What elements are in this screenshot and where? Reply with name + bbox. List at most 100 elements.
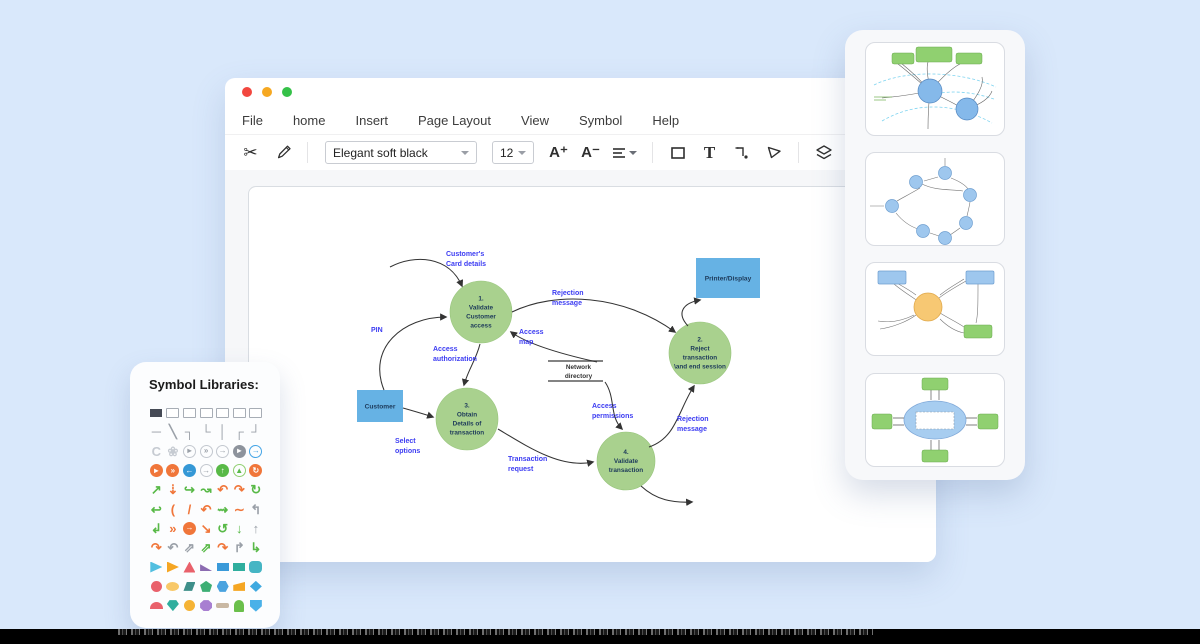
flow-edge[interactable] xyxy=(461,343,481,387)
symbol-item[interactable]: ↺ xyxy=(217,520,229,536)
symbol-item[interactable]: ↷ xyxy=(150,540,162,556)
symbol-item[interactable]: ↻ xyxy=(250,482,262,498)
symbol-item[interactable]: ↝ xyxy=(200,482,212,498)
symbol-item[interactable] xyxy=(234,599,245,612)
symbol-item[interactable] xyxy=(166,581,180,591)
template-thumbnail-2[interactable] xyxy=(865,152,1005,246)
template-thumbnail-4[interactable] xyxy=(865,373,1005,467)
flow-edge[interactable] xyxy=(640,485,694,506)
flow-edge[interactable] xyxy=(497,428,595,467)
symbol-item[interactable]: ← xyxy=(182,464,196,478)
flow-node-customer[interactable]: Customer xyxy=(357,390,403,422)
format-painter-button[interactable] xyxy=(269,139,296,166)
symbol-item[interactable]: ┌ xyxy=(234,424,244,440)
symbol-item[interactable]: ↪ xyxy=(184,482,195,498)
symbol-item[interactable] xyxy=(182,407,196,418)
symbol-item[interactable]: ─ xyxy=(151,424,161,440)
symbol-item[interactable] xyxy=(183,600,195,612)
template-thumbnail-1[interactable] xyxy=(865,42,1005,136)
symbol-item[interactable]: ∼ xyxy=(233,501,245,517)
symbol-item[interactable] xyxy=(249,599,262,612)
symbol-item[interactable]: ↱ xyxy=(233,540,245,556)
flow-edge[interactable] xyxy=(402,407,435,419)
symbol-item[interactable] xyxy=(199,407,213,418)
symbol-item[interactable]: ( xyxy=(170,501,176,517)
decrease-font-button[interactable]: A⁻ xyxy=(577,139,604,166)
symbol-item[interactable]: ▲ xyxy=(232,464,246,478)
increase-font-button[interactable]: A⁺ xyxy=(545,139,572,166)
symbol-item[interactable]: ↘ xyxy=(200,520,212,536)
symbol-item[interactable] xyxy=(232,407,246,418)
symbol-item[interactable] xyxy=(200,600,213,612)
flow-edge[interactable] xyxy=(379,313,448,391)
flow-edge[interactable] xyxy=(648,384,695,448)
symbol-item[interactable] xyxy=(216,603,230,609)
symbol-item[interactable]: » xyxy=(169,520,177,536)
flow-edge[interactable] xyxy=(681,297,702,327)
symbol-item[interactable]: ⇗ xyxy=(200,540,212,556)
symbol-item[interactable]: ▸ xyxy=(182,444,196,458)
symbol-item[interactable]: ▸ xyxy=(149,464,163,478)
menu-help[interactable]: Help xyxy=(652,112,680,128)
flow-label[interactable]: PIN xyxy=(371,327,383,334)
flow-edge[interactable] xyxy=(509,331,598,363)
zoom-window-button[interactable] xyxy=(282,87,292,97)
flow-node-printer-display[interactable]: Printer/Display xyxy=(696,258,760,298)
symbol-item[interactable] xyxy=(150,408,163,417)
font-family-select[interactable]: Elegant soft black xyxy=(325,141,477,164)
flow-edge[interactable] xyxy=(604,381,624,431)
symbol-item[interactable]: → xyxy=(199,464,213,478)
symbol-item[interactable]: » xyxy=(166,464,180,478)
menu-home[interactable]: home xyxy=(292,112,326,128)
symbol-item[interactable]: ↑ xyxy=(216,464,230,478)
flow-edge[interactable] xyxy=(389,258,464,288)
symbol-item[interactable]: ↲ xyxy=(150,520,162,536)
symbol-item[interactable]: ⇣ xyxy=(167,482,179,498)
template-thumbnail-3[interactable] xyxy=(865,262,1005,356)
symbol-item[interactable]: ❀ xyxy=(167,443,179,459)
symbol-item[interactable]: ↗ xyxy=(150,482,162,498)
symbol-item[interactable]: │ xyxy=(218,424,227,440)
symbol-item[interactable] xyxy=(249,561,263,574)
symbol-item[interactable]: ↷ xyxy=(233,482,245,498)
flow-edge[interactable] xyxy=(511,298,677,333)
menu-page-layout[interactable]: Page Layout xyxy=(418,112,492,128)
symbol-item[interactable]: ┐ xyxy=(184,424,195,440)
symbol-item[interactable]: ┘ xyxy=(251,424,261,440)
symbol-item[interactable]: C xyxy=(151,443,161,459)
symbol-item[interactable] xyxy=(166,600,179,612)
font-size-select[interactable]: 12 xyxy=(492,141,534,164)
symbol-item[interactable]: └ xyxy=(201,424,211,440)
symbol-item[interactable]: ↶ xyxy=(167,540,179,556)
symbol-item[interactable]: ⇗ xyxy=(184,540,195,556)
symbol-item[interactable]: ↻ xyxy=(249,464,263,478)
symbol-item[interactable]: ↷ xyxy=(217,540,229,556)
symbol-item[interactable]: ⇝ xyxy=(217,501,229,517)
symbol-item[interactable] xyxy=(166,561,179,573)
symbol-item[interactable] xyxy=(216,580,229,592)
symbol-item[interactable] xyxy=(150,561,163,573)
pointer-tool-button[interactable] xyxy=(760,139,787,166)
symbol-item[interactable]: ↰ xyxy=(250,501,262,517)
minimize-window-button[interactable] xyxy=(262,87,272,97)
symbol-item[interactable] xyxy=(150,580,162,592)
menu-insert[interactable]: Insert xyxy=(355,112,388,128)
symbol-item[interactable] xyxy=(149,602,163,610)
symbol-item[interactable] xyxy=(249,407,263,418)
symbol-item[interactable]: ↳ xyxy=(250,540,262,556)
symbol-item[interactable]: → xyxy=(182,521,196,535)
text-tool-button[interactable]: T xyxy=(696,139,723,166)
text-align-button[interactable] xyxy=(609,139,641,166)
